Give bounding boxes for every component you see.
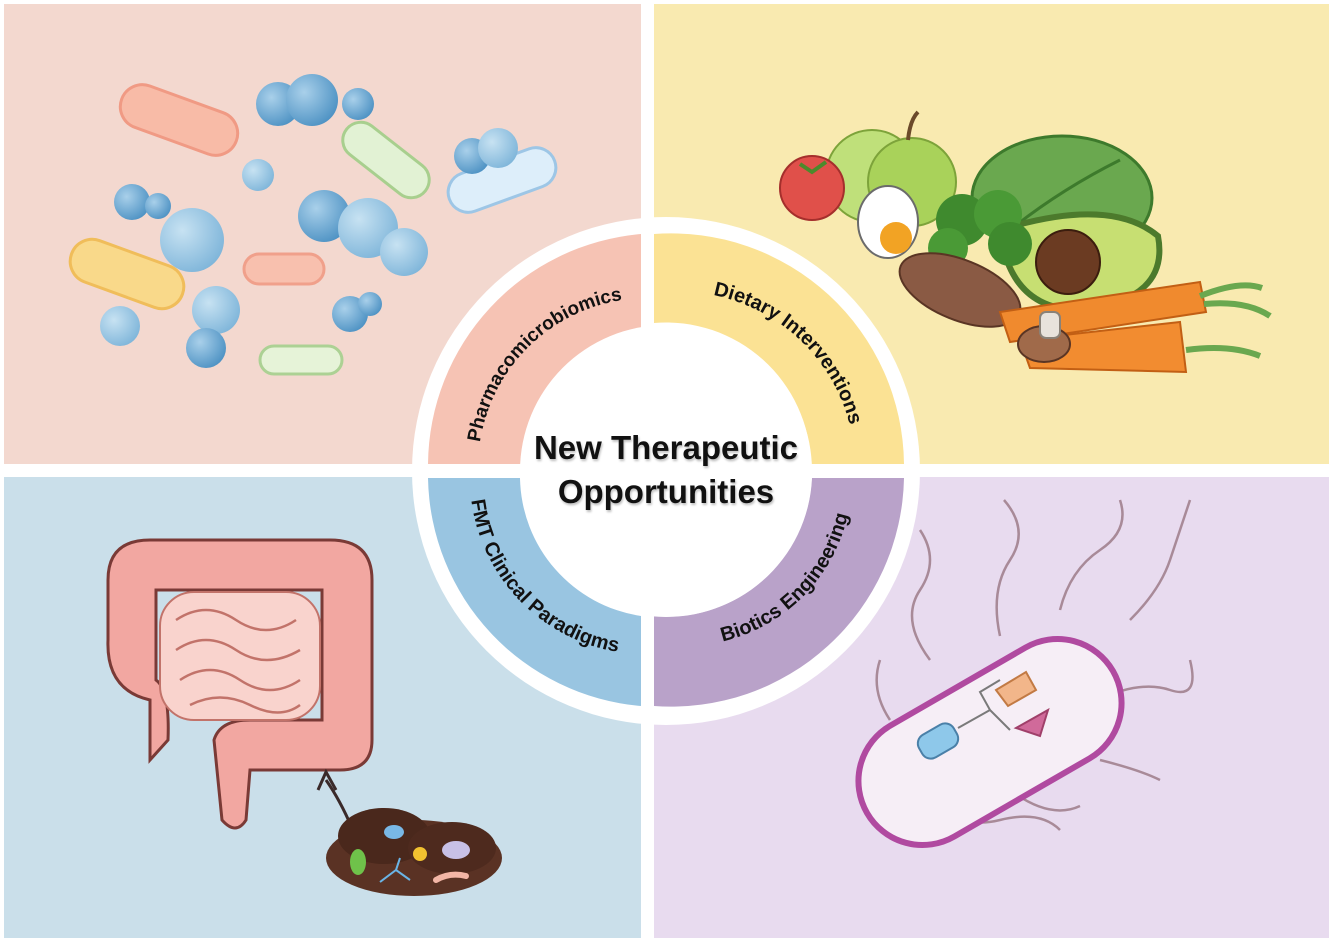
bubble — [242, 159, 274, 191]
microbe-lilac — [442, 841, 470, 859]
pink-module — [1013, 707, 1050, 738]
microbe-yellow — [413, 847, 427, 861]
capsule-yellow — [68, 237, 186, 311]
center-circle — [520, 325, 812, 617]
bubble — [380, 228, 428, 276]
bubble — [114, 184, 150, 220]
capsule-green — [341, 120, 431, 200]
tomato — [779, 155, 845, 221]
band-dietary-interventions — [654, 233, 904, 464]
capsule-pink — [118, 83, 240, 157]
pills-illustration — [68, 74, 558, 376]
bubble — [358, 292, 382, 316]
large-intestine — [106, 538, 374, 830]
band-pharmacomicrobiomics — [428, 234, 641, 464]
capsule-pink-small — [242, 252, 326, 286]
bubble — [186, 328, 226, 368]
egg-yolk — [880, 222, 912, 254]
bubble — [342, 88, 374, 120]
microbe-chain — [433, 871, 469, 883]
center-title: New Therapeutic Opportunities — [516, 426, 816, 514]
bubble — [286, 74, 338, 126]
bubble — [100, 306, 140, 346]
intestine-illustration — [106, 538, 502, 896]
orange-module — [994, 670, 1038, 708]
apple-stem — [906, 110, 920, 141]
mushroom-stem — [1039, 311, 1061, 339]
arrowhead — [316, 768, 338, 791]
vial — [916, 722, 960, 760]
bubble — [160, 208, 224, 272]
food-illustration — [779, 110, 1272, 374]
carrot-greens — [1185, 282, 1272, 359]
bubble — [145, 193, 171, 219]
center-title-line2: Opportunities — [557, 473, 775, 510]
bubble — [192, 286, 240, 334]
band-fmt-clinical-paradigms — [428, 478, 641, 706]
bacterium-body — [855, 636, 1125, 848]
center-title-line1: New Therapeutic — [533, 429, 799, 466]
microbe-filament — [379, 857, 411, 883]
bacterium-illustration — [855, 499, 1194, 848]
carrot — [1018, 320, 1188, 374]
microbe-green — [350, 849, 366, 875]
microbe-blue — [384, 825, 404, 839]
flagella — [875, 499, 1194, 831]
circuit-line — [957, 679, 1011, 731]
small-intestine-folds — [175, 608, 301, 714]
band-biotics-engineering — [654, 478, 904, 707]
avocado-pit — [1035, 229, 1101, 295]
bubble — [478, 128, 518, 168]
capsule-green-small — [258, 344, 344, 376]
tomato-leaf — [798, 160, 828, 175]
bubble — [298, 190, 350, 242]
